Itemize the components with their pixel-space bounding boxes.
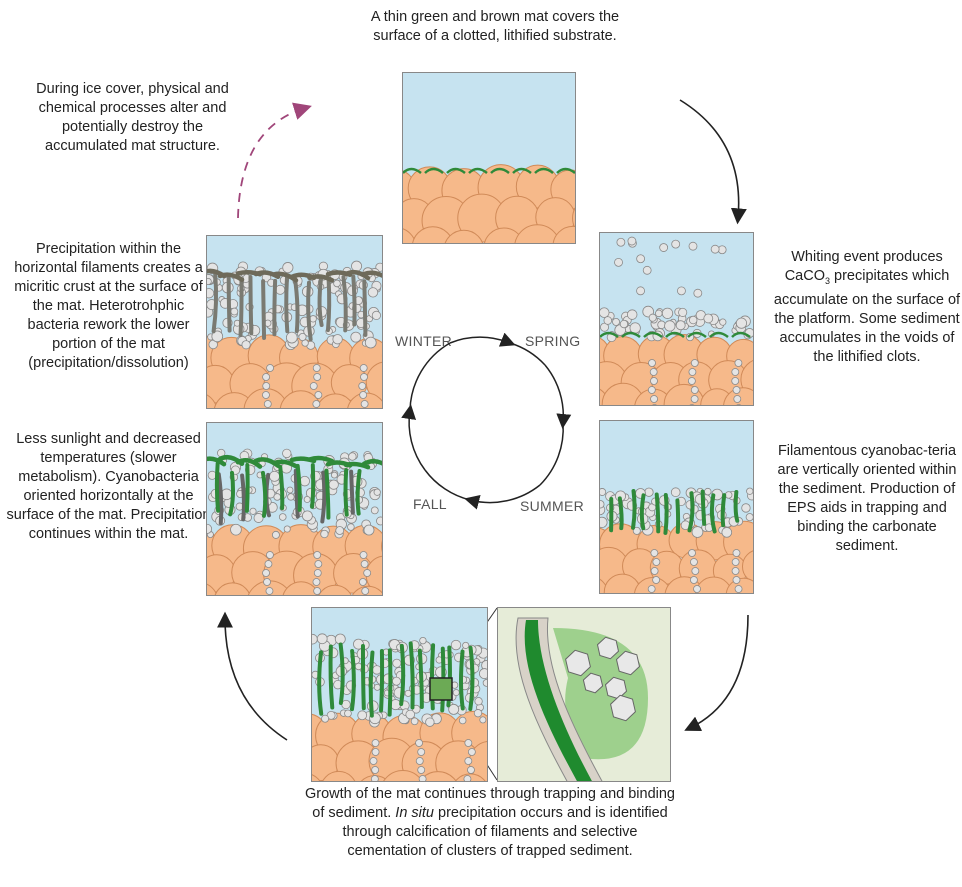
panel-growth bbox=[311, 607, 488, 782]
arrow-growth-to-fall bbox=[225, 618, 287, 740]
panel-illustration bbox=[207, 423, 382, 595]
lithified-clots bbox=[600, 334, 753, 405]
cycle-arc-spring-summer bbox=[545, 365, 563, 423]
panel-illustration bbox=[403, 73, 575, 243]
cycle-arc-winter-spring bbox=[450, 337, 510, 343]
panel-initial-mat bbox=[402, 72, 576, 244]
panel-illustration bbox=[207, 236, 382, 408]
panel-winter bbox=[206, 235, 383, 409]
arrow-ice-dashed bbox=[238, 108, 305, 218]
panel-summer bbox=[599, 420, 754, 594]
panel-spring bbox=[599, 232, 754, 406]
zoom-box bbox=[430, 678, 452, 700]
cycle-arc-fall-winter bbox=[409, 410, 425, 470]
panel-fall bbox=[206, 422, 383, 596]
panel-illustration bbox=[498, 608, 670, 781]
panel-illustration bbox=[600, 421, 753, 593]
panel-illustration bbox=[312, 608, 487, 781]
arrow-summer-to-growth bbox=[690, 615, 748, 728]
arrow-top-to-spring bbox=[680, 100, 739, 218]
panel-zoom-detail bbox=[497, 607, 671, 782]
panel-illustration bbox=[600, 233, 753, 405]
lithified-clots bbox=[403, 165, 575, 243]
lithified-clots bbox=[207, 525, 382, 595]
cycle-arc-summer-fall bbox=[470, 485, 540, 503]
whiting-precipitates bbox=[615, 237, 727, 297]
